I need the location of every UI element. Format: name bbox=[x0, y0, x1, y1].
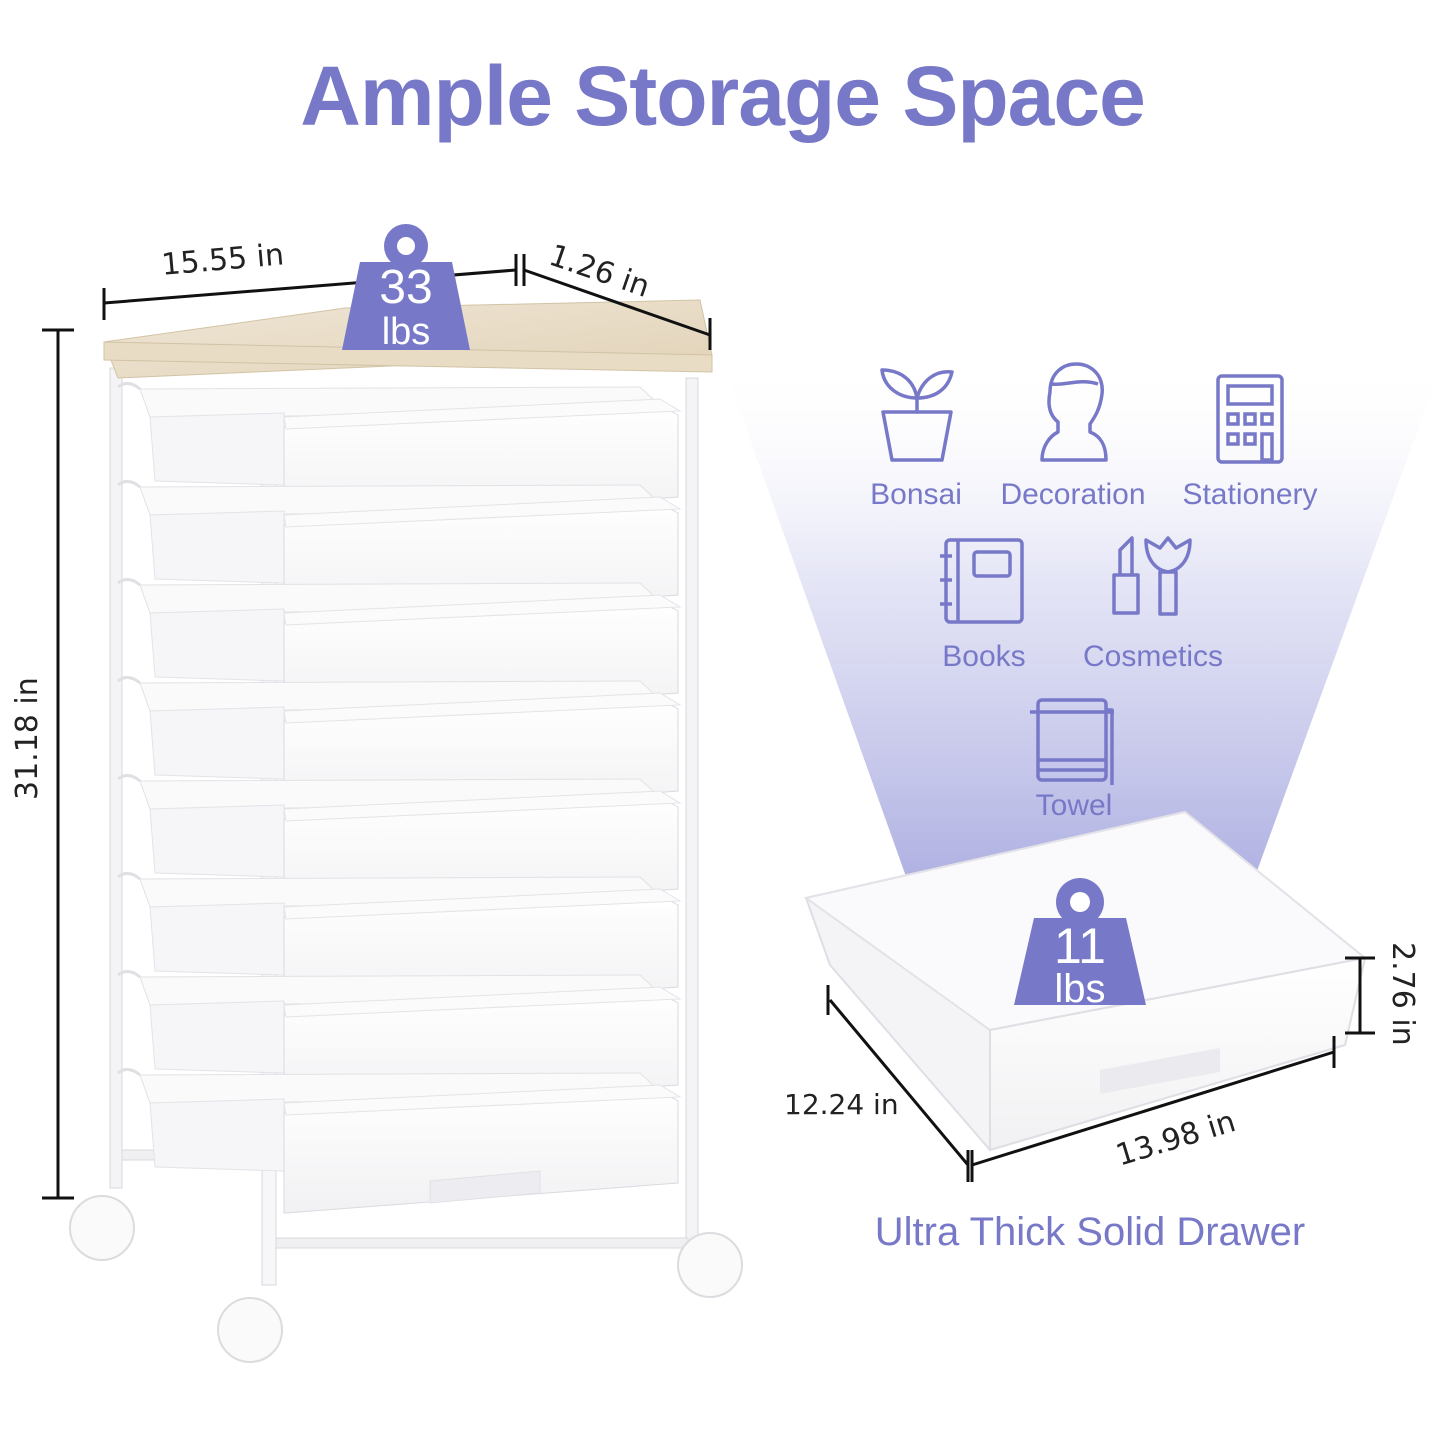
category-label-stationery: Stationery bbox=[1182, 478, 1318, 511]
plant-pot-icon bbox=[880, 368, 954, 462]
calculator-icon bbox=[1216, 374, 1284, 464]
towel-icon bbox=[1030, 698, 1114, 785]
page-title: Ample Storage Space bbox=[300, 49, 1146, 143]
category-label-books: Books bbox=[942, 640, 1026, 673]
cart-drawer[interactable] bbox=[117, 1068, 682, 1214]
cart-depth-line bbox=[522, 254, 712, 350]
cart-height-label: 31.18 in bbox=[10, 677, 45, 800]
notebook-icon bbox=[940, 538, 1024, 624]
category-label-towel: Towel bbox=[1035, 789, 1113, 822]
category-label-cosmetics: Cosmetics bbox=[1082, 640, 1224, 673]
category-label-decoration: Decoration bbox=[1000, 478, 1146, 511]
caster-wheel bbox=[677, 1232, 743, 1298]
weight-icon bbox=[342, 224, 470, 350]
caster-wheel bbox=[217, 1297, 283, 1363]
drawer-height-label: 2.76 in bbox=[1385, 942, 1420, 1046]
weight-icon bbox=[1014, 878, 1146, 1005]
top-weight-unit: lbs bbox=[381, 311, 431, 353]
bust-statue-icon bbox=[1040, 362, 1108, 462]
drawer-caption: Ultra Thick Solid Drawer bbox=[874, 1210, 1306, 1254]
caster-wheel bbox=[69, 1195, 135, 1261]
drawer-width-line bbox=[970, 1036, 1336, 1182]
light-beam bbox=[720, 355, 1445, 1000]
top-weight-value: 33 bbox=[379, 261, 433, 314]
rolling-cart bbox=[69, 299, 743, 1363]
drawer-weight-unit: lbs bbox=[1054, 967, 1106, 1011]
drawer-height-line bbox=[1345, 956, 1375, 1035]
category-label-bonsai: Bonsai bbox=[870, 478, 962, 511]
drawer-weight-value: 11 bbox=[1054, 918, 1106, 974]
drawer-depth-label: 12.24 in bbox=[784, 1088, 899, 1121]
drawer-depth-line bbox=[826, 985, 970, 1182]
lipstick-brush-icon bbox=[1112, 536, 1192, 616]
cart-height-line bbox=[42, 328, 74, 1200]
